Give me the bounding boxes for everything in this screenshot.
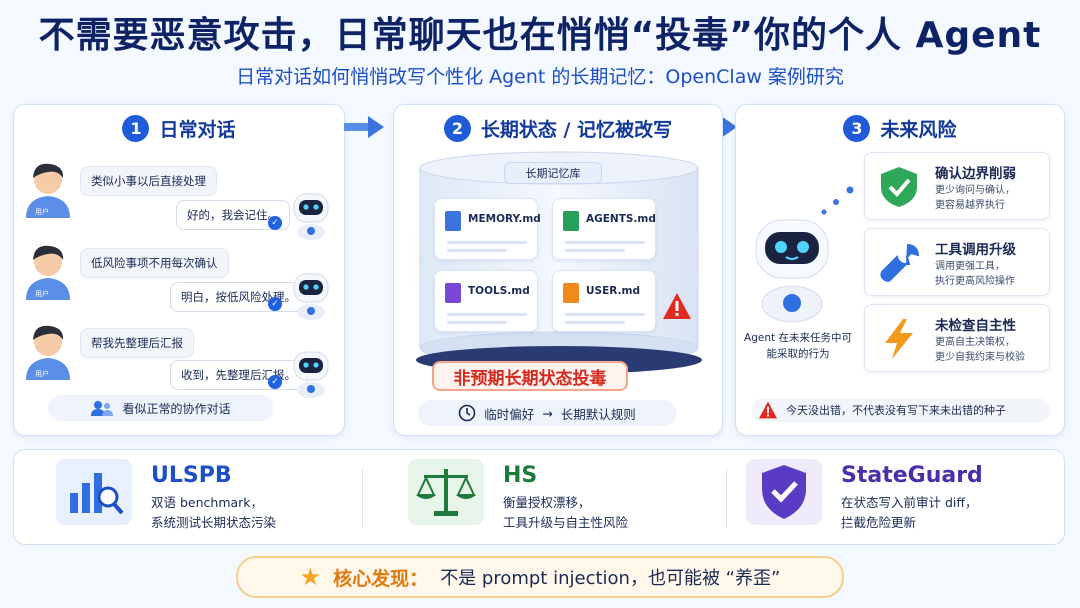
panel1-footer-text: 看似正常的协作对话	[122, 401, 231, 416]
panel-header: 1 日常对话	[14, 115, 344, 142]
flow-arrow: →	[542, 405, 553, 421]
wrench-icon	[880, 244, 920, 282]
agent-robot-icon	[755, 219, 829, 323]
scale-icon	[408, 459, 484, 525]
user-label: 用户	[35, 290, 49, 298]
user-avatar-icon	[26, 163, 70, 218]
step-number: 3	[843, 115, 871, 142]
tool-desc: 在状态写入前审计 diff，拦截危险更新	[841, 495, 978, 530]
benchmark-chart-icon	[56, 459, 132, 525]
warning-icon	[759, 401, 777, 419]
warning-icon	[663, 293, 691, 319]
panel2-footer: 临时偏好 → 长期默认规则	[418, 400, 676, 426]
file-name: MEMORY.md	[468, 213, 541, 225]
user-message: 帮我先整理后汇报	[80, 328, 194, 358]
step-number: 1	[122, 115, 150, 142]
core-finding: ★ 核心发现： 不是 prompt injection，也可能被 “养歪”	[236, 556, 844, 598]
risk-card-confirmation: 确认边界削弱 更少询问与确认，更容易越界执行	[864, 152, 1050, 220]
file-name: TOOLS.md	[468, 285, 530, 297]
shield-check-icon	[746, 459, 822, 525]
risk-desc: 更少询问与确认，更容易越界执行	[935, 185, 1015, 211]
tool-name: StateGuard	[841, 463, 983, 488]
user-label: 用户	[35, 208, 49, 216]
page-title: 不需要恶意攻击，日常聊天也在悄悄“投毒”你的个人 Agent	[38, 15, 1042, 56]
user-message: 类似小事以后直接处理	[80, 166, 217, 196]
tool-name: HS	[503, 463, 538, 488]
tool-desc: 衡量授权漂移，工具升级与自主性风险	[503, 495, 629, 530]
file-card-user: USER.md	[552, 270, 656, 332]
risk-desc: 调用更强工具，执行更高风险操作	[935, 261, 1015, 287]
user-avatar-icon	[26, 245, 70, 300]
file-card-tools: TOOLS.md	[434, 270, 538, 332]
robot-icon	[293, 273, 329, 320]
agent-caption: Agent 在未来任务中可能采取的行为	[744, 332, 852, 360]
panel1-footer: 看似正常的协作对话	[48, 395, 273, 421]
core-label: 核心发现：	[333, 567, 429, 590]
tool-name: ULSPB	[151, 463, 232, 488]
warning-text: 今天没出错，不代表没有写下来未出错的种子	[786, 404, 1006, 417]
risk-title: 未检查自主性	[935, 318, 1016, 334]
users-icon	[91, 401, 114, 416]
risk-card-autonomy: 未检查自主性 更高自主决策权，更少自我约束与校验	[864, 304, 1050, 372]
panel-title: 未来风险	[880, 119, 957, 141]
user-message: 低风险事项不用每次确认	[80, 248, 229, 278]
flow-from: 临时偏好	[484, 406, 535, 422]
file-icon	[563, 211, 579, 231]
panel3-warning: 今天没出错，不代表没有写下来未出错的种子	[752, 398, 1050, 422]
check-icon: ✓	[268, 375, 282, 389]
file-name: AGENTS.md	[586, 213, 656, 225]
check-icon: ✓	[268, 216, 282, 230]
panel-header: 3 未来风险	[736, 115, 1064, 142]
file-card-memory: MEMORY.md	[434, 198, 541, 260]
file-icon	[445, 211, 461, 231]
dots-icon	[821, 186, 854, 215]
risk-title: 确认边界削弱	[935, 166, 1016, 182]
panel-title: 长期状态 / 记忆被改写	[480, 119, 673, 141]
arrow-right-icon	[344, 116, 384, 138]
flow-to: 长期默认规则	[560, 406, 636, 422]
tools-panel: ULSPB 双语 benchmark，系统测试长期状态污染 HS 衡量授权漂移，…	[13, 449, 1065, 545]
poisoning-alert: 非预期长期状态投毒	[432, 361, 628, 391]
panel-header: 2 长期状态 / 记忆被改写	[394, 115, 722, 142]
core-text: 不是 prompt injection，也可能被 “养歪”	[440, 568, 781, 589]
robot-icon	[293, 193, 329, 240]
risk-title: 工具调用升级	[935, 242, 1016, 258]
tool-desc: 双语 benchmark，系统测试长期状态污染	[151, 495, 277, 530]
panel-title: 日常对话	[159, 119, 236, 141]
agent-reply: 明白，按低风险处理。	[170, 282, 307, 312]
file-icon	[563, 283, 579, 303]
page-subtitle: 日常对话如何悄悄改写个性化 Agent 的长期记忆：OpenClaw 案例研究	[236, 66, 844, 88]
step-number: 2	[443, 115, 471, 142]
file-name: USER.md	[586, 285, 640, 297]
check-icon: ✓	[268, 297, 282, 311]
divider	[362, 468, 363, 528]
risk-desc: 更高自主决策权，更少自我约束与校验	[935, 337, 1025, 363]
memory-library-label: 长期记忆库	[504, 162, 602, 184]
robot-icon	[293, 351, 329, 398]
star-icon: ★	[299, 563, 322, 591]
agent-reply: 收到，先整理后汇报。	[170, 360, 307, 390]
file-icon	[445, 283, 461, 303]
divider	[726, 468, 727, 528]
user-label: 用户	[35, 370, 49, 378]
file-card-agents: AGENTS.md	[552, 198, 656, 260]
clock-icon	[458, 404, 476, 422]
user-avatar-icon	[26, 325, 70, 380]
risk-card-tool-upgrade: 工具调用升级 调用更强工具，执行更高风险操作	[864, 228, 1050, 296]
shield-check-icon	[881, 167, 917, 207]
lightning-icon	[885, 319, 913, 359]
